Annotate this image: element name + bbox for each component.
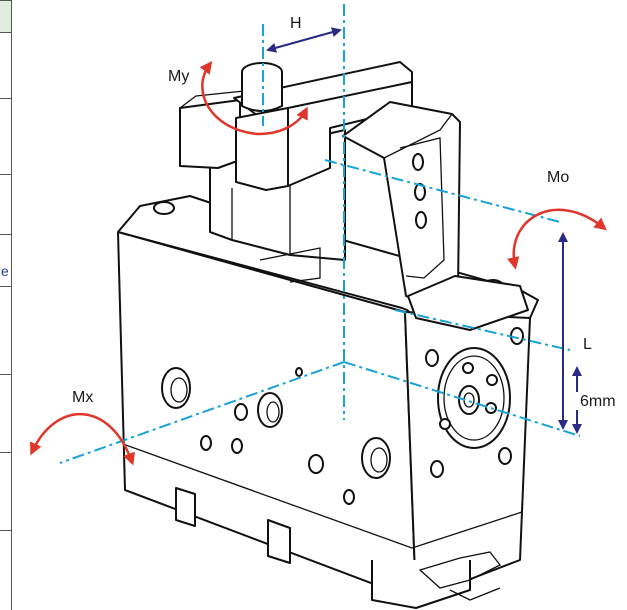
flange-center bbox=[458, 385, 480, 415]
body-bottom-bracket bbox=[418, 551, 501, 589]
dimension-h-arrow bbox=[266, 27, 342, 53]
axis-mid-diagonal bbox=[394, 309, 571, 351]
right-jaw-base bbox=[407, 275, 529, 331]
body-foot bbox=[267, 519, 291, 564]
hole bbox=[234, 403, 248, 421]
right-jaw-hole bbox=[415, 211, 427, 229]
label-l: L bbox=[583, 336, 592, 353]
diagram-labels: H My Mo L Mx 6mm bbox=[72, 15, 616, 410]
flange-screw bbox=[486, 374, 498, 386]
body-bottom-edge bbox=[449, 587, 501, 601]
side-table-cell bbox=[0, 452, 12, 530]
right-face-features bbox=[425, 327, 524, 478]
right-jaw-hole bbox=[414, 183, 426, 201]
hole bbox=[430, 460, 444, 478]
right-jaw-edge bbox=[383, 113, 453, 159]
hole bbox=[161, 367, 191, 409]
right-jaw-slot bbox=[399, 137, 445, 279]
flange-screw bbox=[462, 362, 474, 374]
label-mx: Mx bbox=[72, 389, 93, 406]
side-table-partial-text: e bbox=[1, 263, 9, 279]
axis-bottom-left bbox=[59, 361, 345, 464]
hole-inner bbox=[266, 401, 280, 423]
hole bbox=[425, 349, 439, 367]
hole bbox=[200, 435, 212, 451]
flange-ring bbox=[443, 355, 505, 441]
side-table-cell bbox=[0, 374, 12, 452]
side-table-strip: e bbox=[0, 0, 13, 610]
moment-arrows bbox=[30, 61, 607, 466]
body-groove bbox=[122, 443, 413, 549]
moment-mx-arrow bbox=[30, 413, 135, 466]
label-my: My bbox=[168, 68, 189, 85]
top-screw bbox=[153, 201, 175, 215]
body-foot bbox=[175, 487, 196, 527]
right-jaw-hole bbox=[412, 153, 424, 171]
hole bbox=[308, 454, 324, 474]
axis-bottom-right bbox=[343, 361, 581, 437]
body-groove-right bbox=[411, 511, 523, 549]
side-table-cell bbox=[0, 234, 12, 286]
hole-inner bbox=[170, 377, 188, 403]
axis-top-diagonal bbox=[324, 159, 561, 223]
hole bbox=[231, 438, 243, 454]
hole-inner bbox=[370, 447, 388, 473]
flange-screw bbox=[439, 418, 451, 430]
hole bbox=[295, 367, 303, 377]
hole bbox=[343, 489, 355, 505]
side-table-cell bbox=[0, 32, 12, 98]
jaw-block-edges bbox=[231, 178, 291, 255]
label-h: H bbox=[290, 15, 302, 32]
front-face-holes bbox=[161, 367, 391, 505]
label-mo: Mo bbox=[547, 169, 569, 186]
side-table-cell bbox=[0, 98, 12, 174]
label-offset: 6mm bbox=[580, 393, 616, 410]
side-table-cell bbox=[0, 530, 12, 610]
side-table-header-cell bbox=[0, 0, 12, 32]
moment-my-arrow bbox=[199, 61, 308, 136]
hole bbox=[498, 447, 512, 465]
hole bbox=[257, 392, 283, 428]
axis-lines bbox=[59, 4, 581, 464]
hole bbox=[361, 437, 391, 479]
side-table-cell bbox=[0, 174, 12, 234]
side-table-cell bbox=[0, 286, 12, 374]
moment-mo-arrow bbox=[507, 208, 607, 270]
jaw-base-step bbox=[259, 247, 321, 283]
